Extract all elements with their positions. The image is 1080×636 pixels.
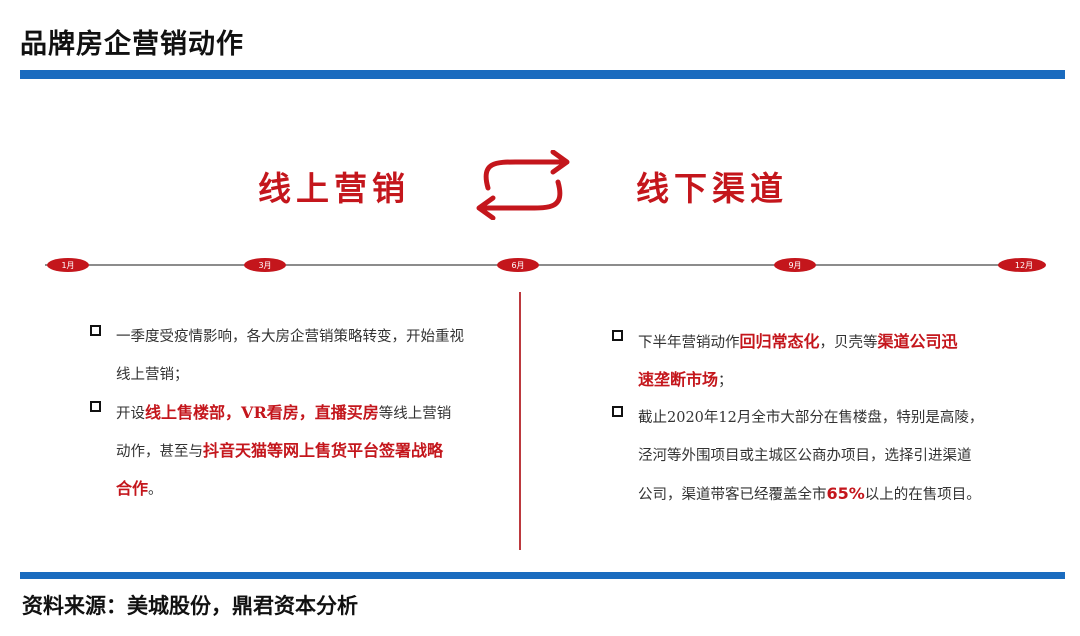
timeline-label: 9月 <box>788 261 801 270</box>
checkbox-bullet-icon <box>90 401 101 412</box>
text-line: 动作，甚至与抖音天猫等网上售货平台签署战略 <box>116 432 510 470</box>
text-line: 泾河等外围项目或主城区公商办项目，选择引进渠道 <box>638 448 972 464</box>
highlight-text: 速垄断市场 <box>638 370 719 389</box>
text-segment: 等线上营销 <box>378 406 452 422</box>
timeline-dot <box>244 258 286 272</box>
percentage-value: 65% <box>826 484 865 503</box>
timeline-dot <box>47 258 89 272</box>
source-note: 资料来源：美城股份，鼎君资本分析 <box>22 594 358 618</box>
online-column: 一季度受疫情影响，各大房企营销策略转变，开始重视 线上营销； 开设线上售楼部，V… <box>90 318 510 508</box>
text-line: 线上营销； <box>116 367 189 383</box>
text-line: 一季度受疫情影响，各大房企营销策略转变，开始重视 <box>116 329 464 345</box>
text-segment: 动作，甚至与 <box>116 444 203 460</box>
timeline-dot <box>774 258 816 272</box>
list-item: 一季度受疫情影响，各大房企营销策略转变，开始重视 线上营销； <box>90 318 510 394</box>
timeline-label: 3月 <box>258 261 271 270</box>
checkbox-bullet-icon <box>612 406 623 417</box>
timeline-dot <box>497 258 539 272</box>
text-line: 下半年营销动作回归常态化，贝壳等渠道公司迅 <box>638 323 1032 361</box>
timeline: 1月 3月 6月 9月 12月 <box>45 258 1046 272</box>
timeline-dot <box>998 258 1046 272</box>
page-title: 品牌房企营销动作 <box>20 29 244 60</box>
timeline-marker: 6月 <box>497 258 539 272</box>
text-line: 截止2020年12月全市大部分在售楼盘，特别是高陵， <box>638 410 984 426</box>
highlight-text: ， <box>225 403 242 422</box>
text-line: 速垄断市场； <box>638 361 1032 399</box>
header-divider-bar <box>20 70 1065 79</box>
timeline-marker: 1月 <box>47 258 89 272</box>
timeline-label: 1月 <box>61 261 74 270</box>
highlight-text: 回归常态化 <box>739 332 820 351</box>
text-line: 公司，渠道带客已经覆盖全市65%以上的在售项目。 <box>638 475 1032 513</box>
text-segment: 公司，渠道带客已经覆盖全市 <box>638 487 827 503</box>
highlight-text: ， <box>298 403 315 422</box>
list-item: 截止2020年12月全市大部分在售楼盘，特别是高陵， 泾河等外围项目或主城区公商… <box>612 399 1032 513</box>
online-marketing-heading: 线上营销 <box>258 169 410 208</box>
highlight-text: 合作 <box>116 479 149 498</box>
list-item: 下半年营销动作回归常态化，贝壳等渠道公司迅 速垄断市场； <box>612 323 1032 399</box>
offline-channel-heading: 线下渠道 <box>636 169 788 208</box>
swap-arrows-icon <box>476 150 570 220</box>
text-line: 合作。 <box>116 470 510 508</box>
text-segment: ，贝壳等 <box>819 335 878 351</box>
timeline-marker: 3月 <box>244 258 286 272</box>
list-item: 开设线上售楼部，VR看房，直播买房等线上营销 动作，甚至与抖音天猫等网上售货平台… <box>90 394 510 508</box>
text-segment: 。 <box>148 482 163 498</box>
highlight-text: 直播买房 <box>314 403 379 422</box>
timeline-label: 6月 <box>511 261 524 270</box>
timeline-marker: 9月 <box>774 258 816 272</box>
text-segment: 开设 <box>116 406 145 422</box>
timeline-marker: 12月 <box>998 258 1046 272</box>
text-segment: 下半年营销动作 <box>638 335 740 351</box>
highlight-text: 渠道公司迅 <box>877 332 958 351</box>
text-segment: ； <box>718 373 733 389</box>
highlight-text: 抖音天猫等网上售货平台签署战略 <box>203 441 444 460</box>
checkbox-bullet-icon <box>90 325 101 336</box>
text-line: 开设线上售楼部，VR看房，直播买房等线上营销 <box>116 394 510 432</box>
footer-divider-bar <box>20 572 1065 579</box>
checkbox-bullet-icon <box>612 330 623 341</box>
highlight-text: VR看房 <box>241 403 299 422</box>
vertical-divider <box>519 292 521 550</box>
timeline-label: 12月 <box>1015 261 1033 270</box>
offline-column: 下半年营销动作回归常态化，贝壳等渠道公司迅 速垄断市场； 截止2020年12月全… <box>612 323 1032 513</box>
highlight-text: 线上售楼部 <box>145 403 226 422</box>
text-segment: 以上的在售项目。 <box>864 487 981 503</box>
